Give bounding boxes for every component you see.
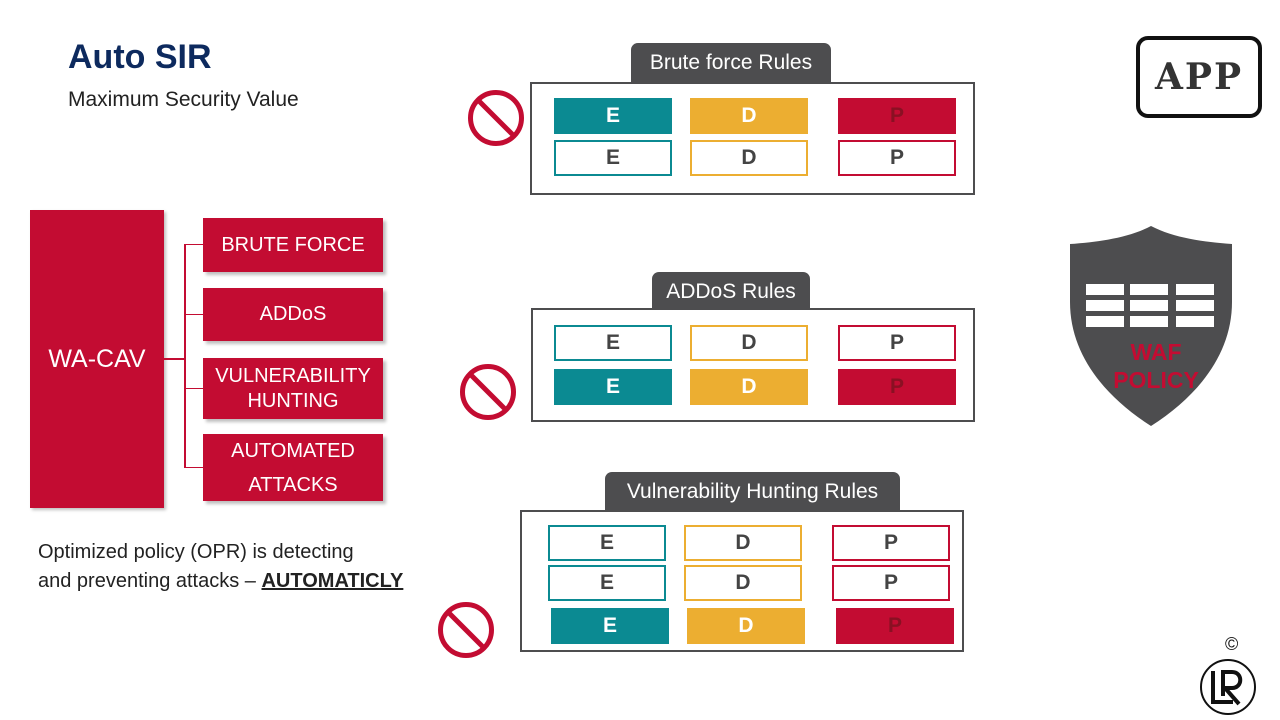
rule-chip-d: D xyxy=(690,140,808,176)
wa-cav-box: WA-CAV xyxy=(30,210,164,508)
category-vulnerability-hunting: VULNERABILITY HUNTING xyxy=(203,358,383,419)
rule-chip-d: D xyxy=(690,325,808,361)
policy-note: Optimized policy (OPR) is detecting and … xyxy=(38,538,403,596)
policy-note-emphasis: AUTOMATICLY xyxy=(261,570,404,592)
prohibited-icon xyxy=(460,364,516,420)
page-subtitle: Maximum Security Value xyxy=(68,88,299,111)
panel-title-vulnerability-hunting: Vulnerability Hunting Rules xyxy=(605,472,900,512)
rule-chip-d: D xyxy=(684,525,802,561)
rule-chip-e: E xyxy=(554,325,672,361)
rule-chip-e: E xyxy=(548,525,666,561)
rule-chip-p: P xyxy=(838,369,956,405)
waf-shield-icon xyxy=(1070,226,1232,426)
rule-chip-e: E xyxy=(548,565,666,601)
tree-branch xyxy=(184,314,203,315)
panel-title-addos: ADDoS Rules xyxy=(652,272,810,312)
rule-chip-d: D xyxy=(687,608,805,644)
tree-branch xyxy=(184,467,203,468)
policy-note-line-2: and preventing attacks – AUTOMATICLY xyxy=(38,570,404,592)
rule-chip-e: E xyxy=(554,98,672,134)
category-brute-force: BRUTE FORCE xyxy=(203,218,383,272)
rule-chip-d: D xyxy=(690,369,808,405)
rule-chip-e: E xyxy=(554,369,672,405)
tree-connector xyxy=(164,358,186,360)
panel-title-brute-force: Brute force Rules xyxy=(631,43,831,83)
rule-chip-p: P xyxy=(832,565,950,601)
page-title: Auto SIR xyxy=(68,38,212,76)
policy-note-line-1: Optimized policy (OPR) is detecting xyxy=(38,541,354,563)
rule-chip-p: P xyxy=(838,325,956,361)
rule-chip-d: D xyxy=(690,98,808,134)
rules-panel-vulnerability-hunting: E D P E D P E D P xyxy=(520,510,964,652)
lr-logo-icon xyxy=(1200,659,1256,715)
category-automated-attacks: AUTOMATED ATTACKS xyxy=(203,434,383,501)
prohibited-icon xyxy=(468,90,524,146)
rule-chip-e: E xyxy=(551,608,669,644)
rule-chip-d: D xyxy=(684,565,802,601)
rule-chip-p: P xyxy=(838,140,956,176)
category-addos: ADDoS xyxy=(203,288,383,341)
tree-branch xyxy=(184,388,203,389)
rules-panel-brute-force: E D P E D P xyxy=(530,82,975,195)
copyright-symbol: © xyxy=(1225,634,1239,654)
app-box: APP xyxy=(1136,36,1262,118)
rule-chip-e: E xyxy=(554,140,672,176)
tree-branch xyxy=(184,244,203,245)
rule-chip-p: P xyxy=(832,525,950,561)
rule-chip-p: P xyxy=(836,608,954,644)
rule-chip-p: P xyxy=(838,98,956,134)
tree-connector-vertical xyxy=(184,244,186,468)
prohibited-icon xyxy=(438,602,494,658)
shield-label: WAF POLICY xyxy=(1113,339,1199,393)
rules-panel-addos: E D P E D P xyxy=(531,308,975,422)
